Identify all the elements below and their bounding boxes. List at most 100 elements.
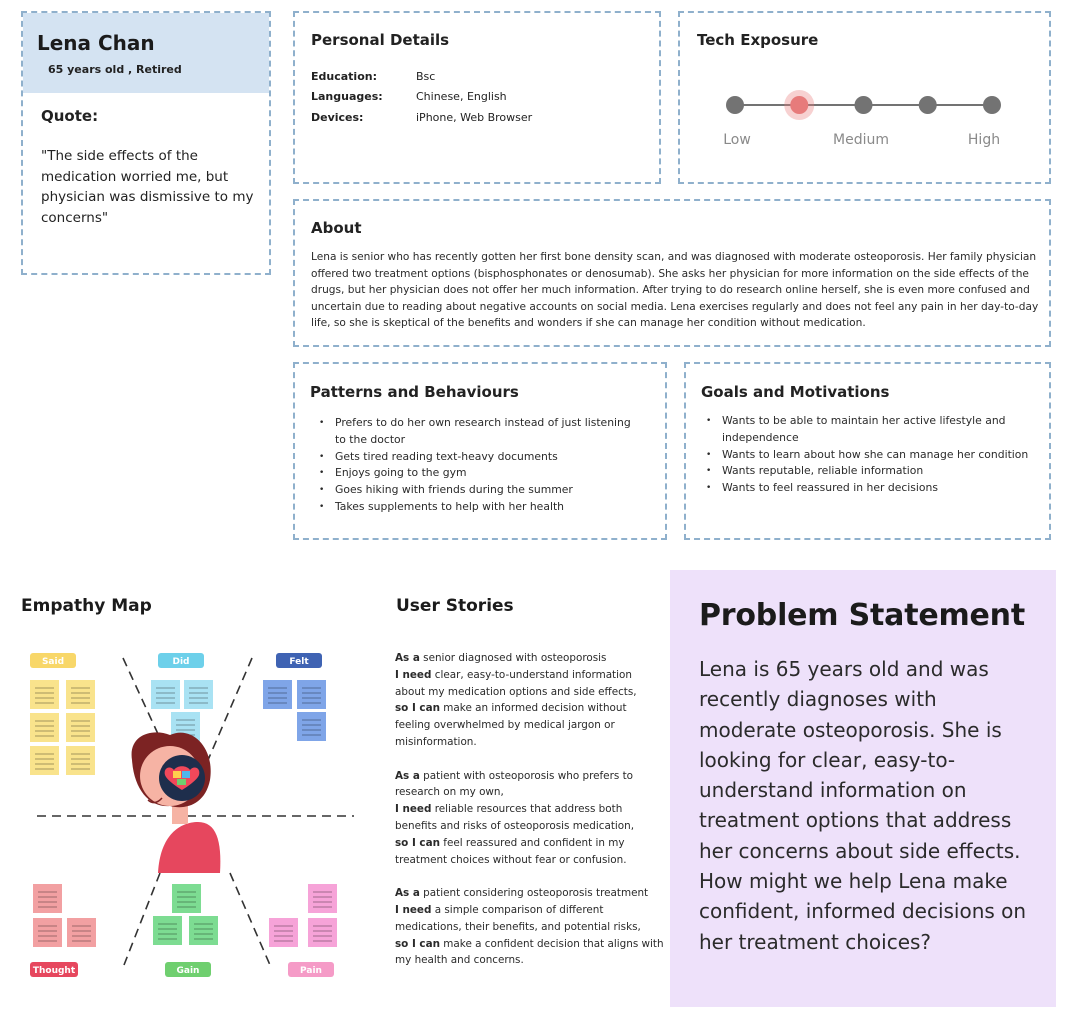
persona-age-status: 65 years old , Retired bbox=[48, 63, 182, 76]
tech-exposure-title: Tech Exposure bbox=[697, 31, 819, 49]
sticky-note-said bbox=[66, 680, 95, 709]
scale-dot-5 bbox=[983, 96, 1001, 114]
story-as: As a patient considering osteoporosis tr… bbox=[395, 887, 649, 900]
empathy-tag-felt: Felt bbox=[276, 653, 322, 668]
detail-row-education: Education: Bsc bbox=[311, 70, 435, 83]
goals-list: Wants to be able to maintain her active … bbox=[706, 413, 1041, 497]
patterns-title: Patterns and Behaviours bbox=[310, 383, 519, 401]
empathy-tag-did: Did bbox=[158, 653, 204, 668]
sticky-note-said bbox=[66, 746, 95, 775]
sticky-note-did bbox=[151, 680, 180, 709]
profile-header: Lena Chan 65 years old , Retired bbox=[23, 13, 269, 93]
detail-key: Languages: bbox=[311, 90, 383, 103]
list-item: Wants reputable, reliable information bbox=[706, 463, 1041, 480]
empathy-tag-label: Pain bbox=[300, 966, 322, 976]
sticky-note-felt bbox=[297, 712, 326, 741]
sticky-note-thought bbox=[67, 918, 96, 947]
sticky-note-said bbox=[30, 680, 59, 709]
sticky-note-thought bbox=[33, 884, 62, 913]
detail-key: Devices: bbox=[311, 111, 364, 124]
list-item: Wants to feel reassured in her decisions bbox=[706, 480, 1041, 497]
empathy-tag-gain: Gain bbox=[165, 962, 211, 977]
about-title: About bbox=[311, 219, 362, 237]
user-stories-list: As a senior diagnosed with osteoporosis … bbox=[395, 650, 665, 986]
user-story: As a patient considering osteoporosis tr… bbox=[395, 885, 665, 969]
patterns-card: Patterns and Behaviours Prefers to do he… bbox=[293, 362, 667, 540]
diagonal-divider bbox=[229, 872, 271, 966]
list-item: Gets tired reading text-heavy documents bbox=[319, 449, 639, 466]
detail-value: iPhone, Web Browser bbox=[416, 111, 533, 124]
problem-statement-title: Problem Statement bbox=[699, 598, 1025, 633]
diagonal-divider bbox=[207, 657, 253, 761]
story-need: I need a simple comparison of different … bbox=[395, 903, 641, 933]
list-item: Enjoys going to the gym bbox=[319, 465, 639, 482]
patterns-list: Prefers to do her own research instead o… bbox=[319, 415, 639, 516]
sticky-note-said bbox=[66, 713, 95, 742]
list-item: Goes hiking with friends during the summ… bbox=[319, 482, 639, 499]
list-item: Prefers to do her own research instead o… bbox=[319, 415, 639, 449]
empathy-tag-label: Felt bbox=[289, 657, 309, 667]
sticky-note-pain bbox=[308, 884, 337, 913]
empathy-tag-label: Did bbox=[173, 657, 190, 667]
story-need: I need clear, easy-to-understand informa… bbox=[395, 668, 637, 698]
empathy-map-title: Empathy Map bbox=[21, 596, 152, 616]
about-card: About Lena is senior who has recently go… bbox=[293, 199, 1051, 347]
goals-card: Goals and Motivations Wants to be able t… bbox=[684, 362, 1051, 540]
story-as: As a patient with osteoporosis who prefe… bbox=[395, 769, 633, 799]
scale-label-high: High bbox=[968, 132, 1000, 148]
sticky-note-gain bbox=[189, 916, 218, 945]
sticky-note-gain bbox=[153, 916, 182, 945]
diagonal-divider bbox=[123, 872, 161, 966]
scale-dot-2 bbox=[790, 96, 809, 114]
tech-exposure-card: Tech Exposure Low Medium High bbox=[678, 11, 1051, 184]
problem-statement-panel: Problem Statement Lena is 65 years old a… bbox=[670, 570, 1056, 1007]
problem-statement-text: Lena is 65 years old and was recently di… bbox=[699, 657, 1027, 954]
persona-name: Lena Chan bbox=[37, 31, 155, 55]
scale-label-medium: Medium bbox=[833, 132, 889, 148]
scale-dot-1 bbox=[726, 96, 744, 114]
empathy-tag-label: Gain bbox=[177, 966, 200, 976]
list-item: Wants to learn about how she can manage … bbox=[706, 447, 1041, 464]
detail-value: Chinese, English bbox=[416, 90, 507, 103]
scale-label-low: Low bbox=[723, 132, 751, 148]
story-can: so I can make a confident decision that … bbox=[395, 937, 664, 967]
empathy-tag-thought: Thought bbox=[30, 962, 78, 977]
user-story: As a senior diagnosed with osteoporosis … bbox=[395, 650, 665, 751]
personal-details-card: Personal Details Education: Bsc Languages… bbox=[293, 11, 661, 184]
sticky-note-pain bbox=[308, 918, 337, 947]
scale-dot-4 bbox=[918, 96, 937, 114]
story-can: so I can feel reassured and confident in… bbox=[395, 836, 627, 866]
personal-details-title: Personal Details bbox=[311, 31, 450, 49]
sticky-note-gain bbox=[172, 884, 201, 913]
story-can: so I can make an informed decision witho… bbox=[395, 702, 627, 748]
user-stories-title: User Stories bbox=[396, 596, 514, 616]
person-illustration bbox=[131, 732, 221, 873]
about-text: Lena is senior who has recently gotten h… bbox=[311, 251, 1039, 329]
sticky-note-felt bbox=[297, 680, 326, 709]
user-story: As a patient with osteoporosis who prefe… bbox=[395, 768, 665, 869]
quote-label: Quote: bbox=[41, 107, 99, 125]
empathy-tag-label: Said bbox=[42, 657, 64, 667]
sticky-note-said bbox=[30, 713, 59, 742]
detail-key: Education: bbox=[311, 70, 377, 83]
sticky-note-thought bbox=[33, 918, 62, 947]
story-need: I need reliable resources that address b… bbox=[395, 803, 635, 832]
empathy-tag-label: Thought bbox=[33, 966, 76, 976]
detail-row-languages: Languages: Chinese, English bbox=[311, 90, 507, 103]
goals-title: Goals and Motivations bbox=[701, 383, 890, 401]
detail-value: Bsc bbox=[416, 70, 436, 83]
sticky-note-did bbox=[184, 680, 213, 709]
detail-row-devices: Devices: iPhone, Web Browser bbox=[311, 111, 532, 124]
empathy-tag-pain: Pain bbox=[288, 962, 334, 977]
empathy-tag-said: Said bbox=[30, 653, 76, 668]
sticky-note-said bbox=[30, 746, 59, 775]
sticky-note-felt bbox=[263, 680, 292, 709]
list-item: Takes supplements to help with her healt… bbox=[319, 499, 639, 516]
scale-dot-3 bbox=[854, 96, 873, 114]
list-item: Wants to be able to maintain her active … bbox=[706, 413, 1041, 447]
persona-profile-card: Lena Chan 65 years old , Retired Quote: … bbox=[21, 11, 271, 275]
tech-exposure-scale: Low Medium High bbox=[723, 90, 1001, 148]
persona-quote: "The side effects of the medication worr… bbox=[41, 148, 254, 226]
story-as: As a senior diagnosed with osteoporosis bbox=[395, 652, 607, 664]
